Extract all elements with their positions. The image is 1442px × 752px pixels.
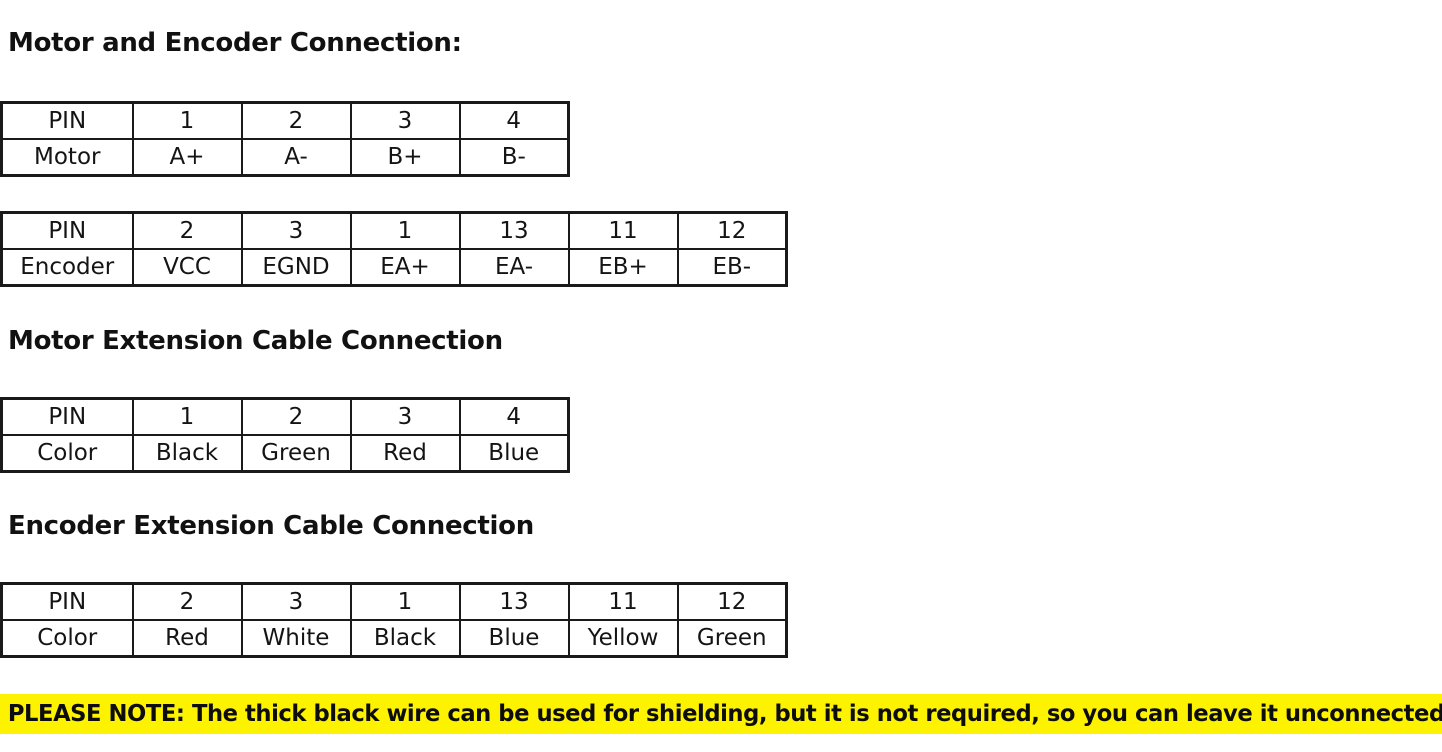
- row-header-pin: PIN: [0, 397, 134, 436]
- encoder-pin-1: 2: [131, 211, 243, 250]
- encoder-ext-color-4: Blue: [458, 619, 570, 658]
- motor-signal-1: A+: [131, 138, 243, 177]
- encoder-ext-color-5: Yellow: [567, 619, 679, 658]
- motor-pin-4: 4: [458, 101, 570, 140]
- motor-ext-color-1: Black: [131, 434, 243, 473]
- motor-ext-pin-3: 3: [349, 397, 461, 436]
- row-header-pin: PIN: [0, 582, 134, 621]
- motor-ext-pin-4: 4: [458, 397, 570, 436]
- page-heading-motor-extension-cable-connection: Motor Extension Cable Connection: [8, 326, 503, 356]
- motor-signal-4: B-: [458, 138, 570, 177]
- encoder-pin-4: 13: [458, 211, 570, 250]
- table-row: PIN 2 3 1 13 11 12: [0, 582, 788, 621]
- row-header-color: Color: [0, 434, 134, 473]
- motor-extension-cable-table: PIN 1 2 3 4 Color Black Green Red Blue: [0, 397, 570, 473]
- encoder-connection-table: PIN 2 3 1 13 11 12 Encoder VCC EGND EA+ …: [0, 211, 788, 287]
- encoder-ext-pin-5: 11: [567, 582, 679, 621]
- table-row: Encoder VCC EGND EA+ EA- EB+ EB-: [0, 248, 788, 287]
- table-row: PIN 2 3 1 13 11 12: [0, 211, 788, 250]
- motor-connection-table: PIN 1 2 3 4 Motor A+ A- B+ B-: [0, 101, 570, 177]
- motor-signal-2: A-: [240, 138, 352, 177]
- motor-ext-pin-1: 1: [131, 397, 243, 436]
- please-note-banner: PLEASE NOTE: The thick black wire can be…: [0, 694, 1442, 734]
- row-header-pin: PIN: [0, 211, 134, 250]
- encoder-ext-pin-3: 1: [349, 582, 461, 621]
- table-row: Color Black Green Red Blue: [0, 434, 570, 473]
- encoder-ext-pin-2: 3: [240, 582, 352, 621]
- table-row: Color Red White Black Blue Yellow Green: [0, 619, 788, 658]
- table-row: PIN 1 2 3 4: [0, 101, 570, 140]
- encoder-ext-pin-1: 2: [131, 582, 243, 621]
- encoder-signal-3: EA+: [349, 248, 461, 287]
- motor-ext-color-2: Green: [240, 434, 352, 473]
- page-heading-encoder-extension-cable-connection: Encoder Extension Cable Connection: [8, 511, 534, 541]
- encoder-pin-2: 3: [240, 211, 352, 250]
- table-row: Motor A+ A- B+ B-: [0, 138, 570, 177]
- encoder-ext-color-1: Red: [131, 619, 243, 658]
- encoder-ext-color-3: Black: [349, 619, 461, 658]
- encoder-ext-color-2: White: [240, 619, 352, 658]
- motor-ext-color-3: Red: [349, 434, 461, 473]
- row-header-color: Color: [0, 619, 134, 658]
- encoder-pin-5: 11: [567, 211, 679, 250]
- motor-pin-2: 2: [240, 101, 352, 140]
- encoder-signal-4: EA-: [458, 248, 570, 287]
- page-heading-motor-and-encoder-connection: Motor and Encoder Connection:: [8, 28, 462, 58]
- motor-ext-pin-2: 2: [240, 397, 352, 436]
- row-header-motor: Motor: [0, 138, 134, 177]
- encoder-ext-pin-4: 13: [458, 582, 570, 621]
- encoder-pin-6: 12: [676, 211, 788, 250]
- encoder-signal-6: EB-: [676, 248, 788, 287]
- motor-ext-color-4: Blue: [458, 434, 570, 473]
- table-row: PIN 1 2 3 4: [0, 397, 570, 436]
- motor-pin-3: 3: [349, 101, 461, 140]
- motor-pin-1: 1: [131, 101, 243, 140]
- motor-signal-3: B+: [349, 138, 461, 177]
- encoder-pin-3: 1: [349, 211, 461, 250]
- row-header-pin: PIN: [0, 101, 134, 140]
- please-note-text: PLEASE NOTE: The thick black wire can be…: [7, 701, 1442, 727]
- encoder-signal-1: VCC: [131, 248, 243, 287]
- encoder-signal-5: EB+: [567, 248, 679, 287]
- row-header-encoder: Encoder: [0, 248, 134, 287]
- encoder-signal-2: EGND: [240, 248, 352, 287]
- encoder-ext-color-6: Green: [676, 619, 788, 658]
- encoder-ext-pin-6: 12: [676, 582, 788, 621]
- encoder-extension-cable-table: PIN 2 3 1 13 11 12 Color Red White Black…: [0, 582, 788, 658]
